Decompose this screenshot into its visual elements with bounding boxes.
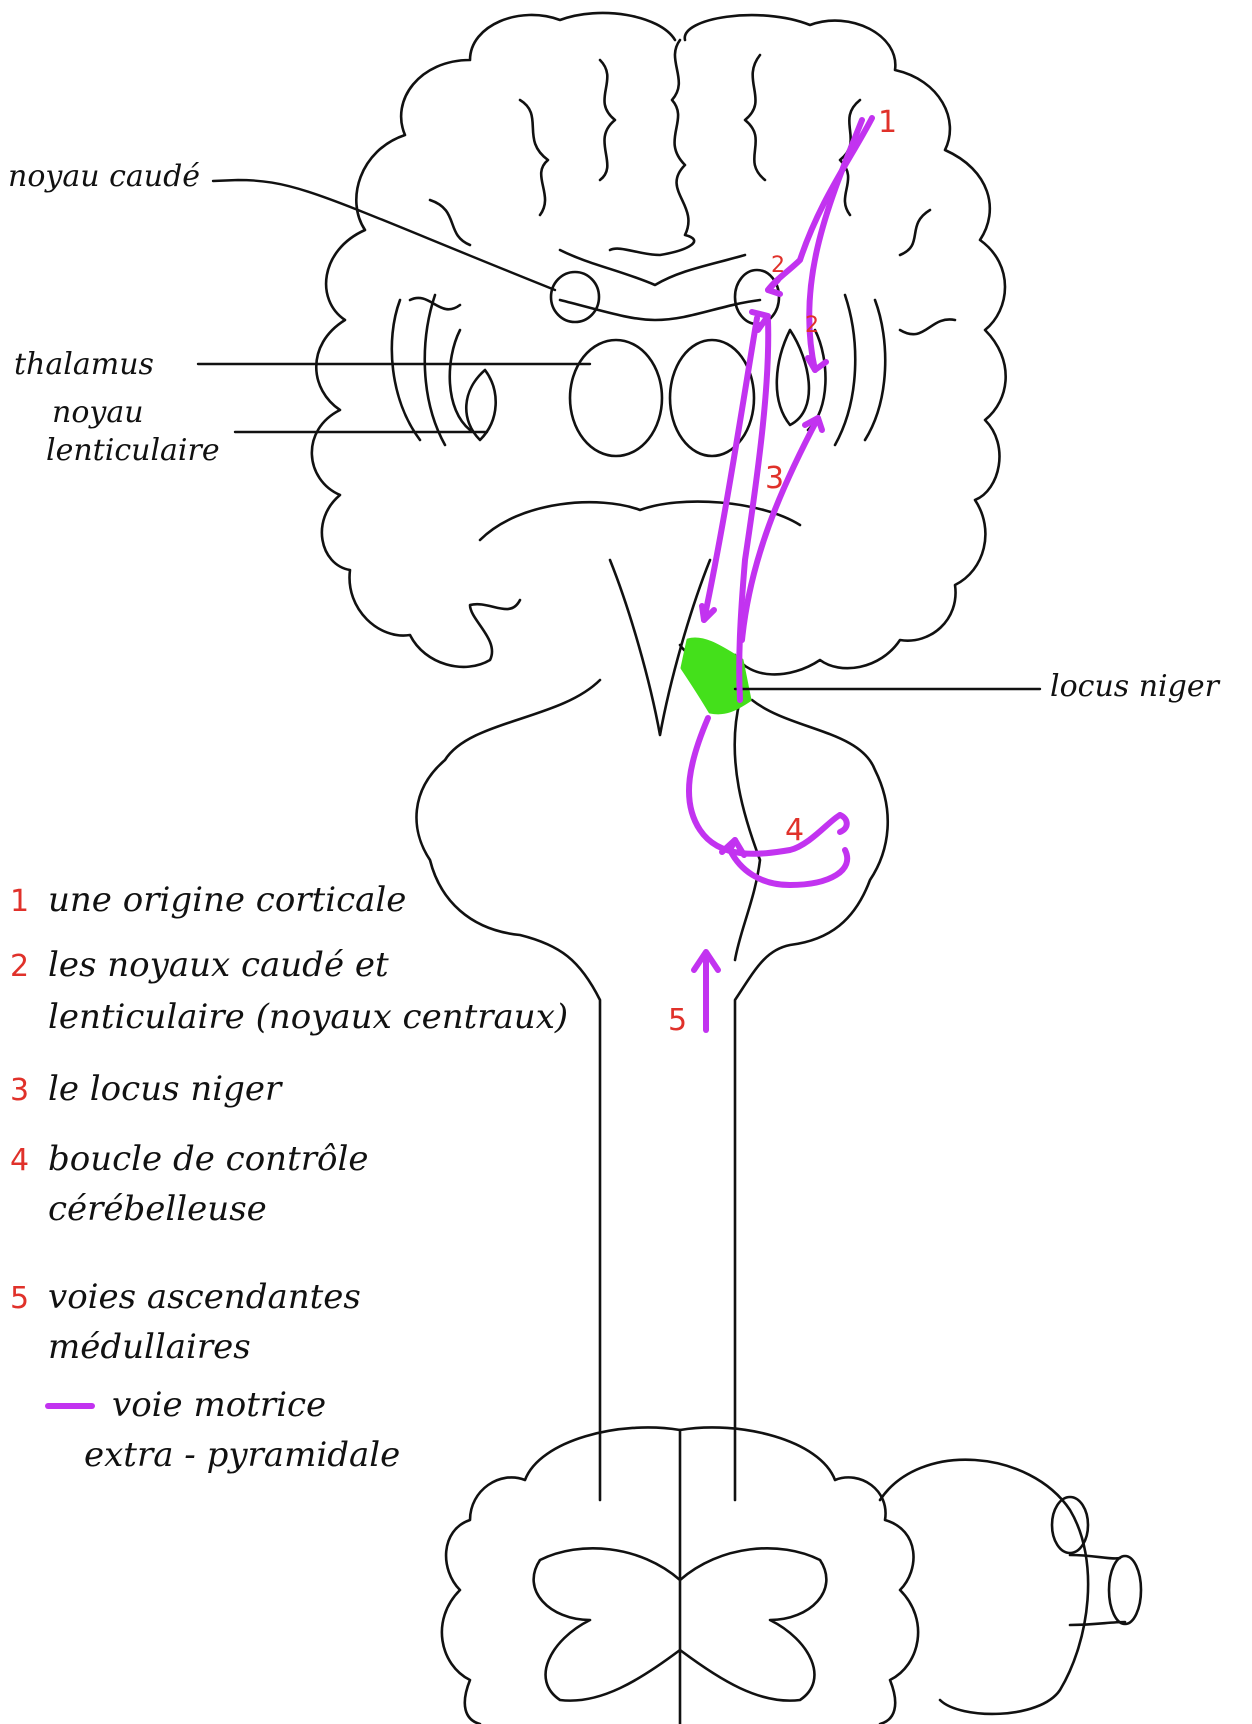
legend-text-2a: les noyaux caudé et bbox=[48, 945, 389, 985]
path-number-4: 4 bbox=[785, 813, 804, 848]
brainstem-outline bbox=[416, 680, 887, 1500]
legend-text-5a: voies ascendantes bbox=[48, 1277, 361, 1317]
caudate-nucleus-left bbox=[551, 272, 599, 322]
legend-number-4: 4 bbox=[10, 1143, 29, 1178]
path-number-2b: 2 bbox=[805, 313, 819, 338]
label-thalamus: thalamus bbox=[14, 347, 154, 382]
label-lenticular-line2: lenticulaire bbox=[46, 433, 220, 468]
cerebellum-outline bbox=[442, 1427, 1141, 1724]
label-locus-niger: locus niger bbox=[1050, 669, 1221, 704]
legend-number-5: 5 bbox=[10, 1281, 29, 1316]
legend-text-5b: médullaires bbox=[48, 1327, 251, 1367]
label-caudate: noyau caudé bbox=[8, 159, 200, 194]
path-number-2a: 2 bbox=[771, 253, 785, 278]
legend-text-3a: le locus niger bbox=[48, 1069, 283, 1109]
legend-text-2b: lenticulaire (noyaux centraux) bbox=[48, 997, 568, 1037]
legend-text-1a: une origine corticale bbox=[48, 880, 406, 920]
path-number-5: 5 bbox=[668, 1003, 687, 1038]
legend-number-1: 1 bbox=[10, 884, 29, 919]
legend-text-line-b: extra - pyramidale bbox=[84, 1435, 400, 1475]
legend-number-2: 2 bbox=[10, 949, 29, 984]
thalamus-left bbox=[570, 340, 662, 456]
path-number-3: 3 bbox=[765, 461, 784, 496]
label-lenticular-line1: noyau bbox=[52, 395, 144, 430]
leader-caudate bbox=[213, 180, 555, 290]
legend-number-3: 3 bbox=[10, 1073, 29, 1108]
legend: 1 une origine corticale 2 les noyaux cau… bbox=[10, 880, 568, 1475]
legend-text-line-a: voie motrice bbox=[112, 1385, 326, 1425]
legend-text-4a: boucle de contrôle bbox=[48, 1139, 368, 1179]
legend-text-4b: cérébelleuse bbox=[48, 1189, 267, 1229]
path-number-1: 1 bbox=[878, 105, 897, 140]
